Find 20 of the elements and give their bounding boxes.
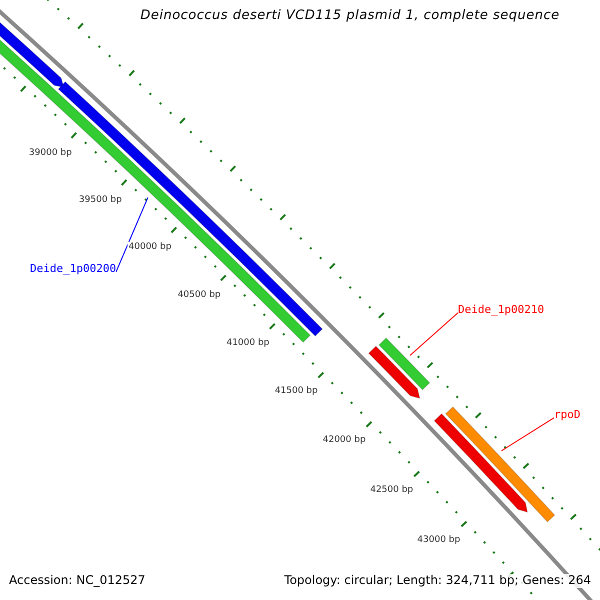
scale-label: 42000 bp [322, 435, 367, 446]
scale-label: 41000 bp [225, 338, 270, 348]
scale-label: 40000 bp [128, 242, 172, 252]
gene-label: rpoD [554, 409, 580, 422]
title: Deinococcus deserti VCD115 plasmid 1, complete sequence [139, 9, 561, 24]
footer-text: Accession: NC_012527 [9, 574, 146, 588]
leader-line [410, 312, 458, 356]
footer-text: Topology: circular; Length: 324,711 bp; Genes: 264 [284, 574, 591, 588]
scale-label: 40500 bp [176, 289, 222, 300]
leader-line [501, 417, 554, 452]
scale-label: 43000 bp [416, 534, 462, 545]
scale-label: 39000 bp [28, 148, 73, 158]
leader-line [116, 196, 148, 272]
scale-label: 42500 bp [369, 484, 414, 495]
gene-label: Deide_1p00210 [458, 304, 544, 317]
scale-label: 39500 bp [78, 194, 123, 205]
scale-label: 41500 bp [274, 386, 319, 396]
gene-label: Deide_1p00200 [30, 263, 116, 276]
gene-arrow [378, 338, 430, 390]
gene-arrow [445, 406, 556, 522]
